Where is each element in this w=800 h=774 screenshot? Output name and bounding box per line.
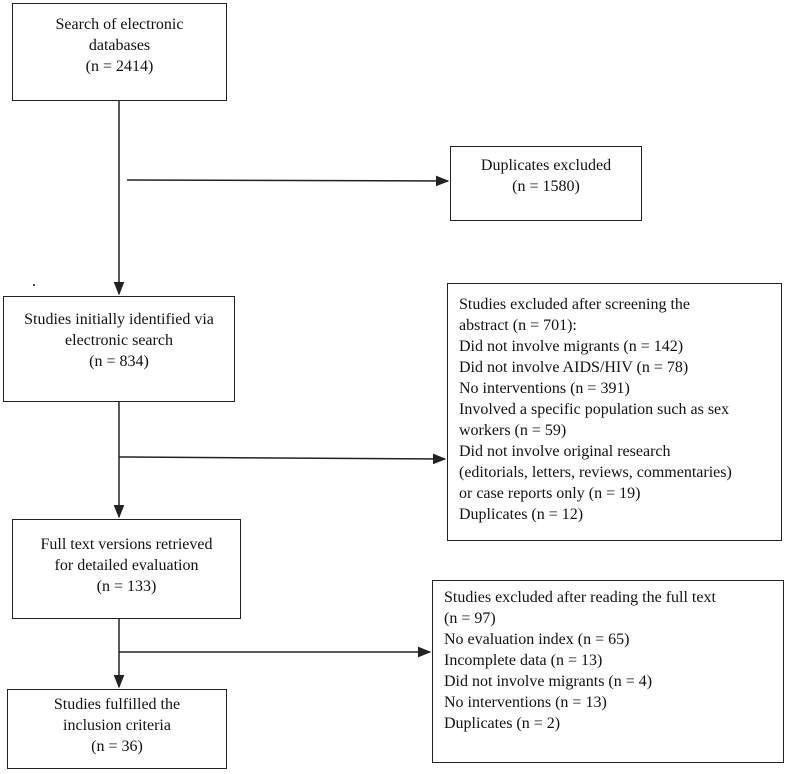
box-line: for detailed evaluation xyxy=(54,557,199,574)
box-line: inclusion criteria xyxy=(63,717,171,734)
box-line: (editorials, letters, reviews, commentar… xyxy=(459,464,732,481)
box-line: Studies initially identified via xyxy=(24,311,214,328)
box-line: electronic search xyxy=(65,332,173,349)
search-databases-box: Search of electronic databases (n = 2414… xyxy=(12,3,227,101)
box-line: Did not involve migrants (n = 4) xyxy=(444,673,653,690)
arrow-to-abstract-excluded xyxy=(118,453,447,465)
box-line: (n = 1580) xyxy=(512,178,580,195)
abstract-excluded-box: Studies excluded after screening the abs… xyxy=(447,283,782,541)
box-line: (n = 97) xyxy=(444,610,496,627)
box-line: Duplicates excluded xyxy=(480,157,612,174)
box-line: (n = 834) xyxy=(89,353,149,370)
box-line: No interventions (n = 391) xyxy=(459,380,630,397)
box-line: Did not involve original research xyxy=(459,443,671,460)
box-line: No evaluation index (n = 65) xyxy=(444,631,630,648)
box-line: Duplicates (n = 12) xyxy=(459,506,584,523)
box-line: Full text versions retrieved xyxy=(40,536,213,553)
box-line: Did not involve migrants (n = 142) xyxy=(459,338,684,355)
box-line: Did not involve AIDS/HIV (n = 78) xyxy=(459,359,689,376)
box-line: (n = 2414) xyxy=(85,58,154,75)
box-line: Incomplete data (n = 13) xyxy=(444,652,603,669)
box-line: Search of electronic xyxy=(55,16,184,33)
box-line: databases xyxy=(88,37,151,54)
box-line: or case reports only (n = 19) xyxy=(459,485,641,502)
box-line: Studies excluded after screening the xyxy=(459,296,691,313)
full-text-excluded-box: Studies excluded after reading the full … xyxy=(432,580,784,763)
box-line: Studies excluded after reading the full … xyxy=(444,589,716,606)
box-line: Involved a specific population such as s… xyxy=(459,401,730,418)
full-text-retrieved-box: Full text versions retrieved for detaile… xyxy=(12,519,241,619)
box-line: (n = 36) xyxy=(91,738,143,755)
box-line: workers (n = 59) xyxy=(459,422,567,439)
included-studies-box: Studies fulfilled the inclusion criteria… xyxy=(7,689,227,769)
initially-identified-box: Studies initially identified via electro… xyxy=(3,296,235,402)
arrow-to-duplicates xyxy=(126,175,450,187)
box-line: (n = 133) xyxy=(96,578,157,595)
box-line: No interventions (n = 13) xyxy=(444,694,607,711)
box-line: abstract (n = 701): xyxy=(459,317,577,334)
box-line: Duplicates (n = 2) xyxy=(444,715,561,732)
box-line: Studies fulfilled the xyxy=(53,696,181,713)
stray-mark xyxy=(33,284,35,286)
duplicates-excluded-box: Duplicates excluded (n = 1580) xyxy=(450,146,642,221)
